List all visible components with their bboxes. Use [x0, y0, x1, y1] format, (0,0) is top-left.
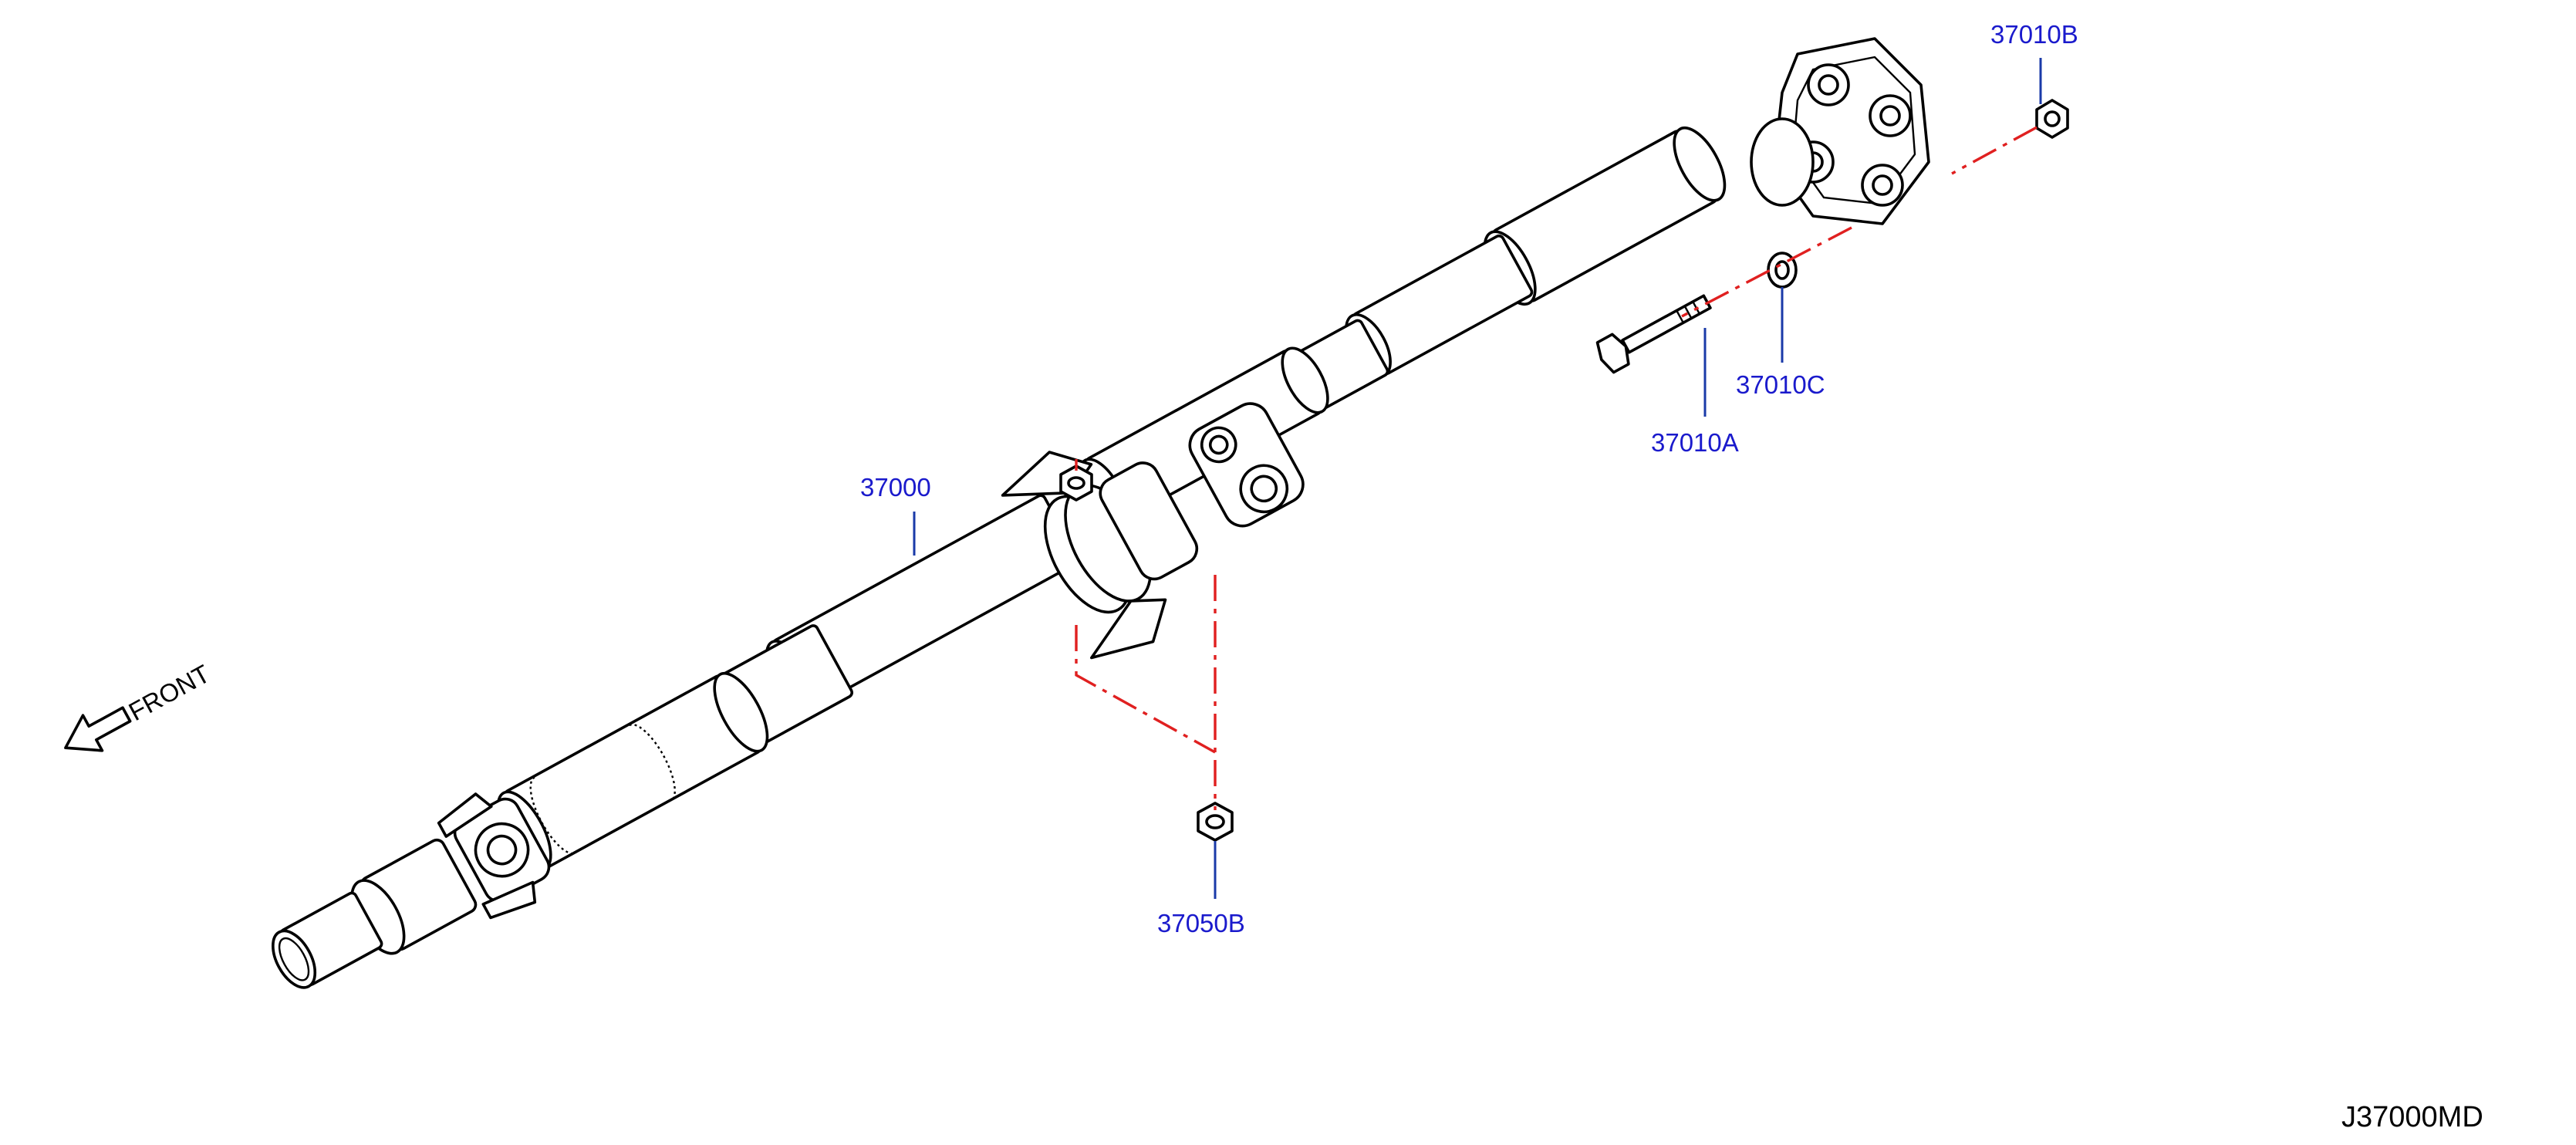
- part-label-37010a: 37010A: [1651, 428, 1739, 457]
- propeller-shaft-assembly: [272, 37, 1930, 989]
- mount-nut-icon: [1197, 802, 1234, 842]
- front-slip-yoke: [350, 838, 478, 955]
- part-label-37010b: 37010B: [1990, 20, 2078, 49]
- assembly-reference-lines: [1075, 126, 2038, 810]
- diagram-code: J37000MD: [2341, 1101, 2483, 1133]
- part-label-37010c: 37010C: [1736, 370, 1825, 399]
- front-stub-shaft: [272, 891, 383, 989]
- front-direction-marker: FRONT: [64, 659, 214, 752]
- front-universal-joint: [437, 792, 551, 920]
- leader-lines: [913, 58, 2042, 899]
- center-bearing-nut-icon: [1059, 464, 1093, 502]
- part-label-37050b: 37050B: [1157, 909, 1245, 937]
- rear-flex-coupling: [1750, 37, 1930, 225]
- part-label-37000: 37000: [860, 473, 931, 502]
- front-label: FRONT: [124, 659, 214, 726]
- center-bearing-assembly: [1001, 451, 1199, 660]
- front-arrow-icon: [64, 706, 132, 752]
- flange-nut-icon: [2035, 99, 2069, 139]
- bolt-icon: [1595, 294, 1712, 374]
- center-universal-joint: [1188, 402, 1305, 528]
